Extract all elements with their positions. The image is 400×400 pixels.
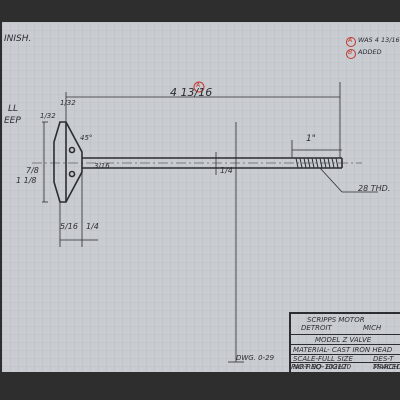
head-width-dim: 3/16 <box>94 162 110 170</box>
title-block-des: DES-T <box>373 355 394 363</box>
title-block-city: DETROIT <box>301 324 332 332</box>
revision-mark-b: B <box>348 49 353 56</box>
title-block-part-no: PART NO-102120 <box>291 363 352 371</box>
overall-length-dim: 4 13/16 <box>170 86 213 99</box>
head-label-a: LL <box>8 104 19 114</box>
head-dia-small: 7/8 <box>26 166 39 175</box>
title-block-no-req: NO-REQ- EIGHT <box>293 363 348 371</box>
head-label-b: EEP <box>4 116 21 126</box>
top-small-dim: 1/32 <box>60 99 76 107</box>
revision-note-b: ADDED <box>358 48 382 56</box>
blueprint-paper: INISH. A WAS 4 13/16 B ADDED 4 13/16 A 1… <box>2 22 400 372</box>
revision-note-a: WAS 4 13/16 <box>358 36 400 44</box>
drawing-number: DWG. 0-29 <box>236 354 275 362</box>
title-block-company: SCRIPPS MOTOR <box>307 316 365 324</box>
title-block: SCRIPPS MOTOR DETROIT MICH MODEL Z VALVE… <box>289 312 400 372</box>
title-block-scale: SCALE-FULL SIZE <box>293 355 353 363</box>
revision-marks <box>193 37 356 93</box>
seat-angle-dim: 45° <box>80 134 93 142</box>
head-dia-large: 1 1/8 <box>16 176 37 185</box>
title-block-material: MATERIAL- CAST IRON HEAD <box>293 346 393 354</box>
base-dim-a: 5/16 <box>60 222 78 231</box>
overall-length-mark: A <box>196 82 201 89</box>
top-small-dim-2: 1/32 <box>40 112 56 120</box>
title-block-state: MICH <box>363 324 382 332</box>
thread-length-dim: 1" <box>306 134 316 144</box>
dimension-lines <box>42 82 378 363</box>
revision-mark-a: A <box>348 37 353 44</box>
base-dim-b: 1/4 <box>86 222 99 231</box>
title-block-date: MARCH <box>373 363 399 371</box>
title-block-traced: TRACED <box>373 363 400 371</box>
finish-note: INISH. <box>4 34 32 44</box>
valve-head <box>53 121 83 203</box>
thread-note: 28 THD. <box>358 184 391 193</box>
stem-dia-dim: 1/4 <box>220 166 233 175</box>
title-block-title: MODEL Z VALVE <box>315 336 372 344</box>
